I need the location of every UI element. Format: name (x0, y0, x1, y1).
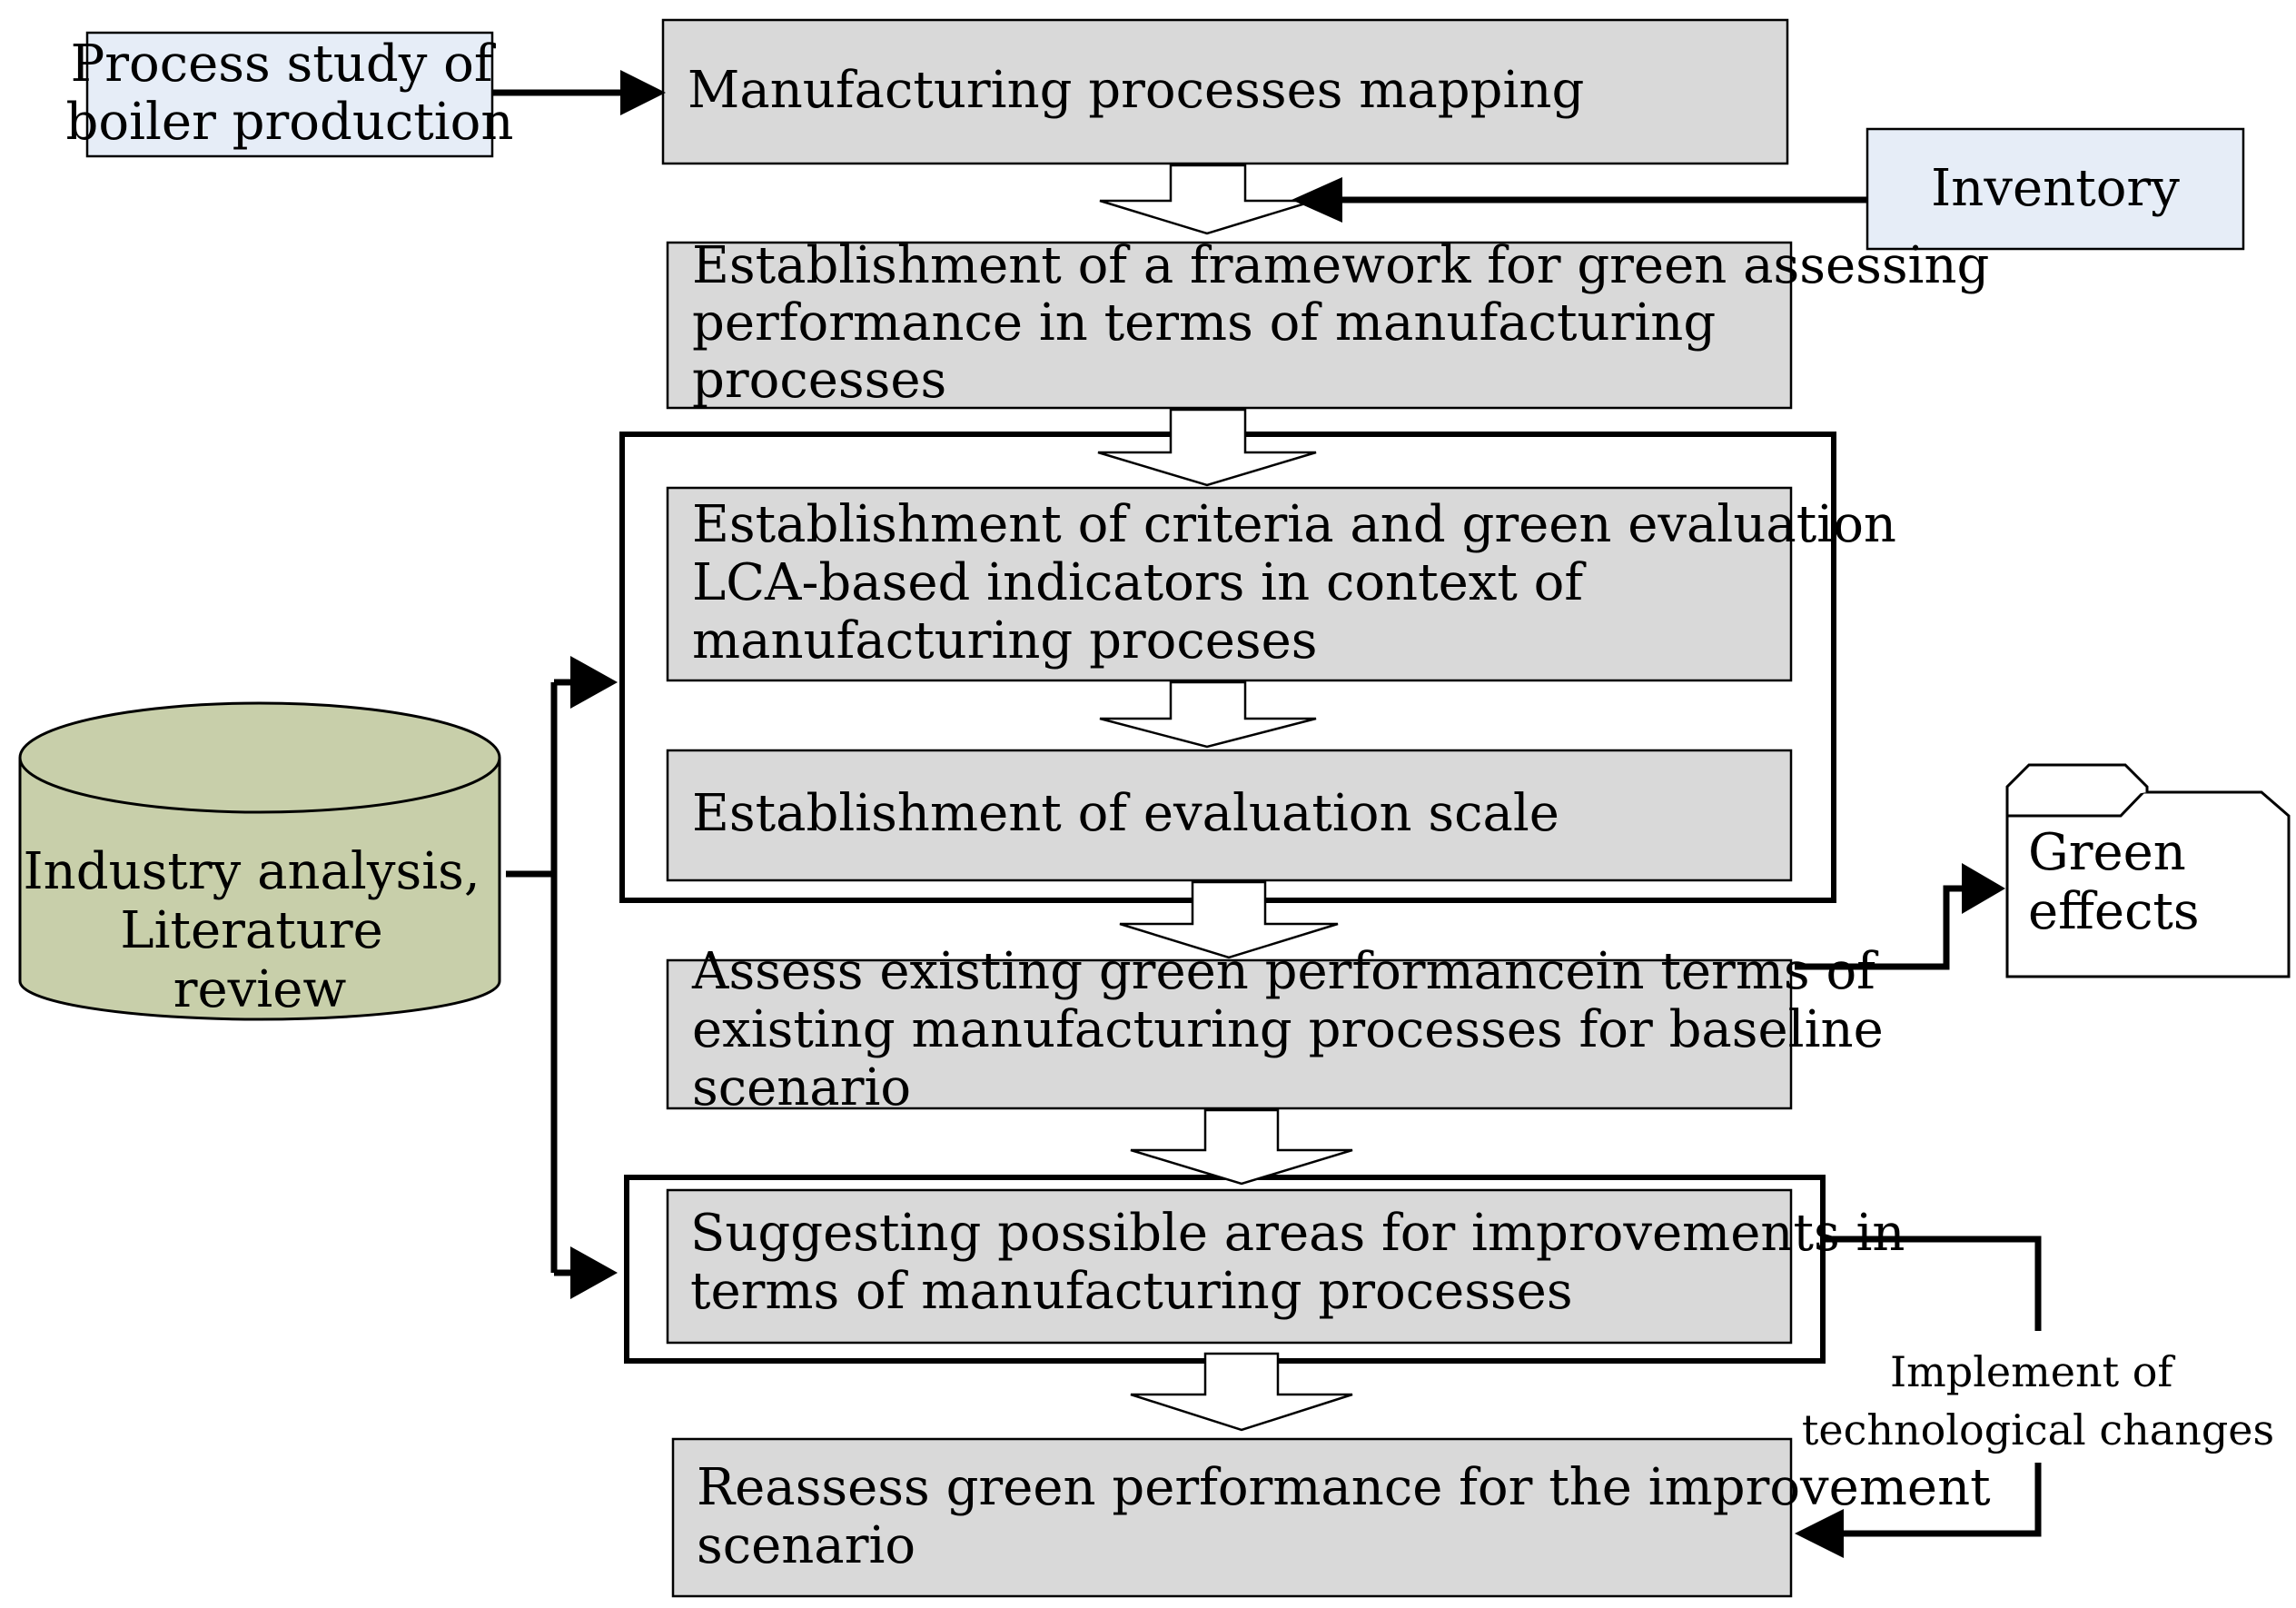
arrowhead-inventory (1292, 177, 1342, 223)
criteria-node: Establishment of criteria and green eval… (666, 486, 1913, 682)
scale-label: Establishment of evaluation scale (692, 784, 1559, 843)
green-effects-label: Green effects (2028, 823, 2202, 941)
block-arrow-criteria-to-scale (1099, 680, 1317, 749)
svg-text:Reassess green performance for: Reassess green performance for the impro… (697, 1458, 2006, 1575)
green-effects-line-2: effects (2028, 882, 2200, 941)
implement-line-2: technological changes (1802, 1405, 2274, 1454)
mapping-label: Manufacturing processes mapping (688, 61, 1584, 120)
svg-text:Establishment of criteria and: Establishment of criteria and green eval… (692, 495, 1913, 670)
criteria-line-1: Establishment of criteria and green eval… (692, 495, 1896, 554)
assess-line-1: Assess existing green performancein term… (691, 942, 1879, 1001)
block-arrow-scale-to-assess (1119, 880, 1339, 959)
suggest-node: Suggesting possible areas for improvemen… (666, 1188, 1921, 1345)
reassess-line-2: scenario (697, 1516, 915, 1575)
mapping-node: Manufacturing processes mapping (661, 18, 1789, 165)
suggest-line-1: Suggesting possible areas for improvemen… (690, 1204, 1905, 1263)
scale-node: Establishment of evaluation scale (666, 749, 1793, 882)
svg-text:Assess existing green performa: Assess existing green performancein term… (691, 942, 1900, 1117)
svg-text:Process study of boiler: Process study of boiler production (66, 35, 514, 152)
implement-label: Implement of technological changes (1802, 1347, 2274, 1454)
framework-line-2: performance in terms of manufacturing (692, 293, 1716, 352)
arrowhead-industry-upper (570, 656, 618, 709)
framework-node: Establishment of a framework for green a… (666, 236, 2005, 410)
connector-suggest-loop-lower (1839, 1463, 2042, 1537)
suggest-line-2: terms of manufacturing processes (690, 1262, 1573, 1321)
assess-line-2: existing manufacturing processes for bas… (692, 1000, 1884, 1059)
assess-line-3: scenario (692, 1058, 911, 1117)
framework-line-3: processes (692, 351, 946, 410)
svg-text:Suggesting possible areas for: Suggesting possible areas for improvemen… (690, 1204, 1921, 1321)
block-arrow-framework-to-criteria (1097, 408, 1317, 487)
arrowhead-reassess (1795, 1509, 1844, 1558)
svg-text:Establishment of a framework f: Establishment of a framework for green a… (692, 236, 2005, 410)
connector-assess-to-green-effects (1795, 885, 1973, 970)
block-arrow-assess-to-suggest (1130, 1108, 1353, 1186)
block-arrow-suggest-to-reassess (1130, 1352, 1353, 1432)
implement-line-1: Implement of (1890, 1347, 2175, 1396)
process-study-line-2: boiler production (66, 93, 514, 152)
folder-icon (2005, 763, 2291, 978)
connector-suggest-loop-upper (1823, 1236, 2042, 1331)
arrowhead-process-study (620, 70, 666, 115)
process-study-node: Process study of boiler production (66, 31, 514, 158)
criteria-line-2: LCA-based indicators in context of (692, 553, 1587, 612)
arrowhead-industry-lower (570, 1246, 618, 1299)
framework-line-1: Establishment of a framework for green a… (692, 236, 1989, 295)
inventory-node: Inventory (1866, 127, 2245, 251)
industry-line-2: Literature (120, 901, 382, 960)
industry-line-1: Industry analysis, (24, 842, 480, 901)
arrowhead-green-effects (1962, 863, 2005, 914)
reassess-node: Reassess green performance for the impro… (671, 1437, 2006, 1598)
block-arrow-mapping-to-framework (1099, 164, 1315, 235)
process-study-line-1: Process study of (71, 35, 497, 94)
inventory-label: Inventory (1931, 159, 2180, 218)
industry-label: Industry analysis, Literature review (24, 842, 497, 1019)
green-effects-line-1: Green (2028, 823, 2186, 882)
reassess-line-1: Reassess green performance for the impro… (697, 1458, 1991, 1517)
assess-node: Assess existing green performancein term… (666, 942, 1900, 1117)
database-icon (18, 701, 501, 1021)
criteria-line-3: manufacturing proceses (692, 611, 1318, 670)
industry-line-3: review (173, 960, 347, 1019)
